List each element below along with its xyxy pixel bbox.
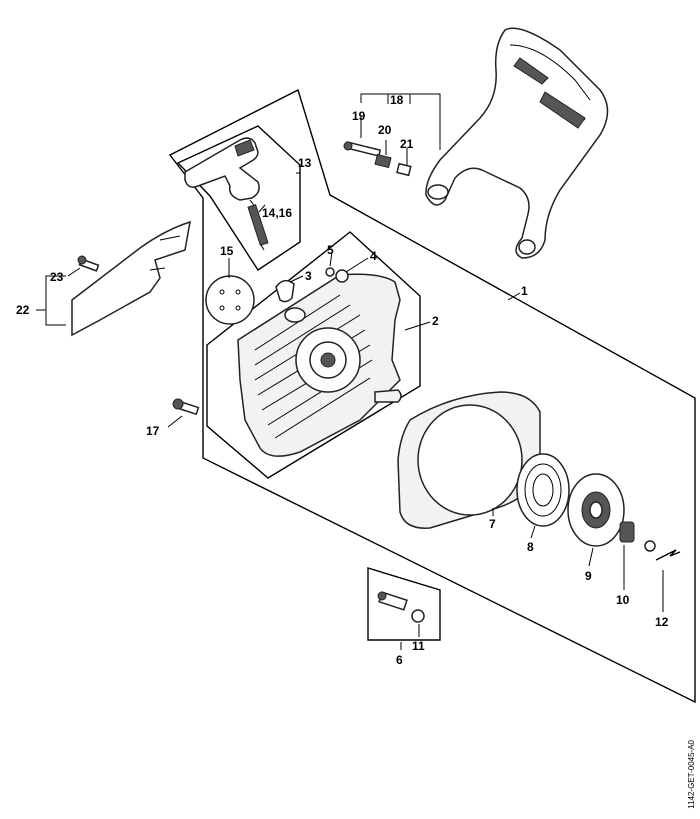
callout-13: 13 <box>298 156 312 170</box>
callout-4: 4 <box>370 249 377 263</box>
callout-10: 10 <box>616 593 630 607</box>
callout-14-16: 14,16 <box>262 206 292 220</box>
callout-17: 17 <box>146 424 160 438</box>
cover-plate-22 <box>71 220 191 337</box>
bolt-19 <box>343 141 382 157</box>
assembly-13-outline <box>176 125 301 271</box>
callout-7: 7 <box>489 517 496 531</box>
callout-15: 15 <box>220 244 234 258</box>
callout-22: 22 <box>16 303 30 317</box>
callout-8: 8 <box>527 540 534 554</box>
callout-labels: 1 2 3 4 5 6 7 8 9 10 11 12 13 14,16 15 1… <box>16 93 669 667</box>
callout-23: 23 <box>50 270 64 284</box>
callout-1: 1 <box>521 284 528 298</box>
callout-6: 6 <box>396 653 403 667</box>
sleeve-21 <box>396 162 412 177</box>
callout-9: 9 <box>585 569 592 583</box>
callout-3: 3 <box>305 269 312 283</box>
document-number: 1142-GET-0045-A0 <box>687 740 696 809</box>
callout-18: 18 <box>390 93 404 107</box>
callout-20: 20 <box>378 123 392 137</box>
rope-rotor-9 <box>567 473 625 547</box>
bolt-17 <box>172 398 200 416</box>
starter-grip <box>184 137 269 251</box>
pawl-10 <box>619 521 635 543</box>
assembly-2-outline <box>206 231 421 479</box>
bolt-23 <box>77 255 100 272</box>
washer-11 <box>411 609 425 623</box>
rewind-spring-8 <box>516 453 570 527</box>
callout-21: 21 <box>400 137 414 151</box>
washer-10b <box>644 540 656 552</box>
rope-housing-7 <box>397 391 541 529</box>
callout-19: 19 <box>352 109 366 123</box>
leader-lines <box>36 93 664 650</box>
washer-4 <box>335 269 349 283</box>
plate-15 <box>205 275 255 325</box>
callout-2: 2 <box>432 314 439 328</box>
nut-5 <box>325 267 335 277</box>
grommet-3 <box>275 279 295 303</box>
spring-20 <box>374 153 392 169</box>
hand-guard <box>425 27 609 259</box>
callout-12: 12 <box>655 615 669 629</box>
starter-cord <box>247 204 269 246</box>
fan-housing <box>237 273 402 457</box>
assembly-6-outline <box>367 567 441 641</box>
sleeve-6 <box>377 591 408 611</box>
callout-5: 5 <box>327 243 334 257</box>
assembly-1-outline <box>168 88 696 704</box>
spring-clip-12 <box>655 549 681 561</box>
callout-11: 11 <box>412 639 425 653</box>
